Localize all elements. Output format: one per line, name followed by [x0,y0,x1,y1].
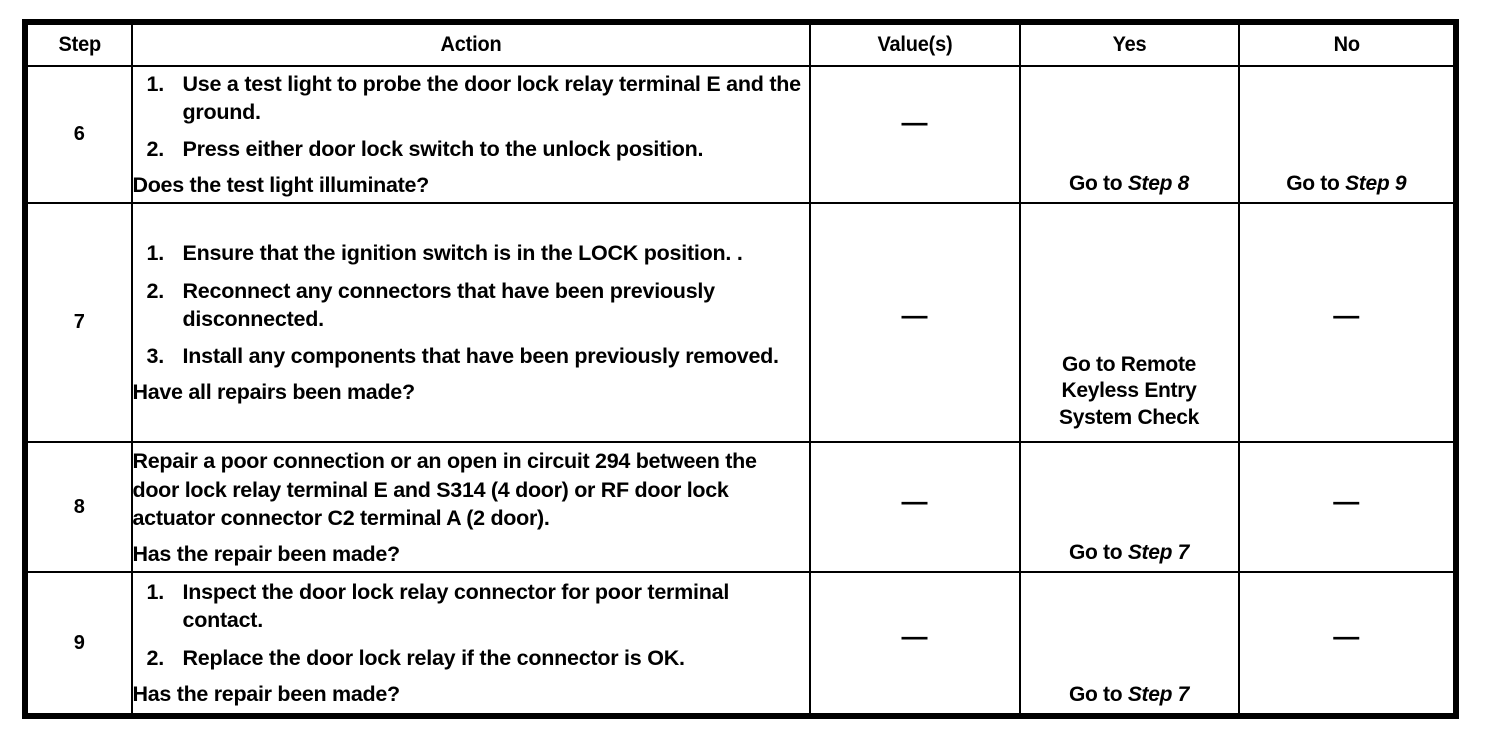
no-stack: — [1240,204,1454,441]
step-number: 6 [25,65,133,204]
table-row: 7 1. Ensure that the ignition switch is … [25,202,1456,443]
yes-stack: Go to Step 8 [1021,67,1238,202]
header-row: Step Action Value(s) Yes No [26,22,1455,67]
no-stack: Go to Step 9 [1240,67,1454,202]
list-item-number: 1. [146,580,165,605]
list-item-text: Press either door lock switch to the unl… [182,137,704,162]
list-item: 3. Install any components that have been… [147,343,809,371]
goto-target: Step 7 [1127,683,1190,706]
goto-reference: Go to Step 8 [1021,172,1238,196]
no-cell: — [1237,571,1456,716]
diagnostic-table: Step Action Value(s) Yes No 6 1. Use a t… [22,19,1459,719]
no-stack: — [1240,443,1454,571]
action-question: Does the test light illuminate? [132,173,430,198]
yes-cell: Go to Step 7 [1018,571,1240,716]
action-cell: 1. Ensure that the ignition switch is in… [130,202,811,443]
goto-reference: Go to Step 7 [1021,541,1238,565]
list-item-text: Use a test light to probe the door lock … [182,71,802,124]
list-item-number: 1. [146,240,165,265]
yes-stack: Go to Step 7 [1021,573,1238,713]
value-stack: — [811,573,1019,713]
list-item: 2. Press either door lock switch to the … [147,136,809,164]
list-item-number: 2. [146,278,165,303]
table-row: 9 1. Inspect the door lock relay connect… [25,571,1456,716]
goto-line: Keyless Entry [1061,379,1197,403]
list-item-number: 2. [146,645,165,670]
no-stack: — [1240,573,1454,713]
list-item-text: Replace the door lock relay if the conne… [182,645,685,670]
table-row: 8 Repair a poor connection or an open in… [25,441,1456,573]
action-cell: Repair a poor connection or an open in c… [130,441,811,573]
column-header-action: Action [147,22,794,67]
step-number: 8 [25,441,133,573]
no-cell: — [1237,441,1456,573]
yes-cell: Go to Step 8 [1018,65,1240,204]
column-header-value: Value(s) [813,22,1016,67]
no-dash: — [1333,300,1360,330]
action-cell: 1. Inspect the door lock relay connector… [130,571,811,716]
column-header-no: No [1242,22,1451,67]
value-cell: — [808,441,1021,573]
value-stack: — [811,204,1019,441]
list-item-number: 2. [146,137,165,162]
list-item: 1. Use a test light to probe the door lo… [147,71,809,127]
goto-target: Step 8 [1127,172,1190,195]
list-item-text: Reconnect any connectors that have been … [182,278,716,331]
action-step-list: 1. Inspect the door lock relay connector… [147,579,809,673]
yes-cell: Go to Step 7 [1018,441,1240,573]
list-item: 1. Ensure that the ignition switch is in… [147,240,809,268]
action-text: Repair a poor connection or an open in c… [132,449,757,531]
goto-line: Go to Remote [1061,352,1197,376]
table-header: Step Action Value(s) Yes No [26,22,1455,67]
yes-stack: Go to Remote Keyless Entry System Check [1021,204,1238,441]
list-item-number: 3. [146,344,165,369]
table-row: 6 1. Use a test light to probe the door … [25,65,1456,204]
goto-prefix: Go to [1068,541,1128,564]
value-stack: — [811,67,1019,202]
list-item: 2. Reconnect any connectors that have be… [147,278,809,334]
value-stack: — [811,443,1019,571]
list-item-number: 1. [146,71,165,96]
step-number: 7 [25,202,133,443]
value-dash: — [901,107,928,137]
no-cell: — [1237,202,1456,443]
yes-stack: Go to Step 7 [1021,443,1238,571]
goto-prefix: Go to [1068,172,1128,195]
goto-target: Step 9 [1345,172,1407,195]
no-dash: — [1333,486,1360,516]
list-item: 2. Replace the door lock relay if the co… [147,645,809,673]
column-header-yes: Yes [1024,22,1234,67]
list-item-text: Ensure that the ignition switch is in th… [182,240,743,265]
goto-prefix: Go to [1286,172,1346,195]
no-dash: — [1333,621,1360,651]
value-cell: — [808,571,1021,716]
no-cell: Go to Step 9 [1237,65,1456,204]
action-step-list: 1. Ensure that the ignition switch is in… [147,240,809,372]
goto-target: Step 7 [1127,541,1190,564]
value-cell: — [808,202,1021,443]
goto-reference: Go to Step 9 [1240,172,1454,196]
table-body: 6 1. Use a test light to probe the door … [25,65,1456,716]
list-item-text: Install any components that have been pr… [182,344,780,369]
goto-line: System Check [1059,405,1199,429]
action-question: Has the repair been made? [132,681,401,706]
step-number: 9 [25,571,133,716]
value-dash: — [901,621,928,651]
action-step-list: 1. Use a test light to probe the door lo… [147,71,809,165]
goto-prefix: Go to [1068,683,1128,706]
list-item-text: Inspect the door lock relay connector fo… [182,580,730,633]
goto-reference: Go to Step 7 [1021,683,1238,707]
action-question: Has the repair been made? [132,541,401,566]
value-cell: — [808,65,1021,204]
yes-cell: Go to Remote Keyless Entry System Check [1018,202,1240,443]
value-dash: — [901,486,928,516]
goto-reference: Go to Remote Keyless Entry System Check [1021,352,1238,431]
action-question: Have all repairs been made? [132,380,416,405]
column-header-step: Step [27,22,130,67]
value-dash: — [901,300,928,330]
action-cell: 1. Use a test light to probe the door lo… [130,65,811,204]
list-item: 1. Inspect the door lock relay connector… [147,579,809,635]
